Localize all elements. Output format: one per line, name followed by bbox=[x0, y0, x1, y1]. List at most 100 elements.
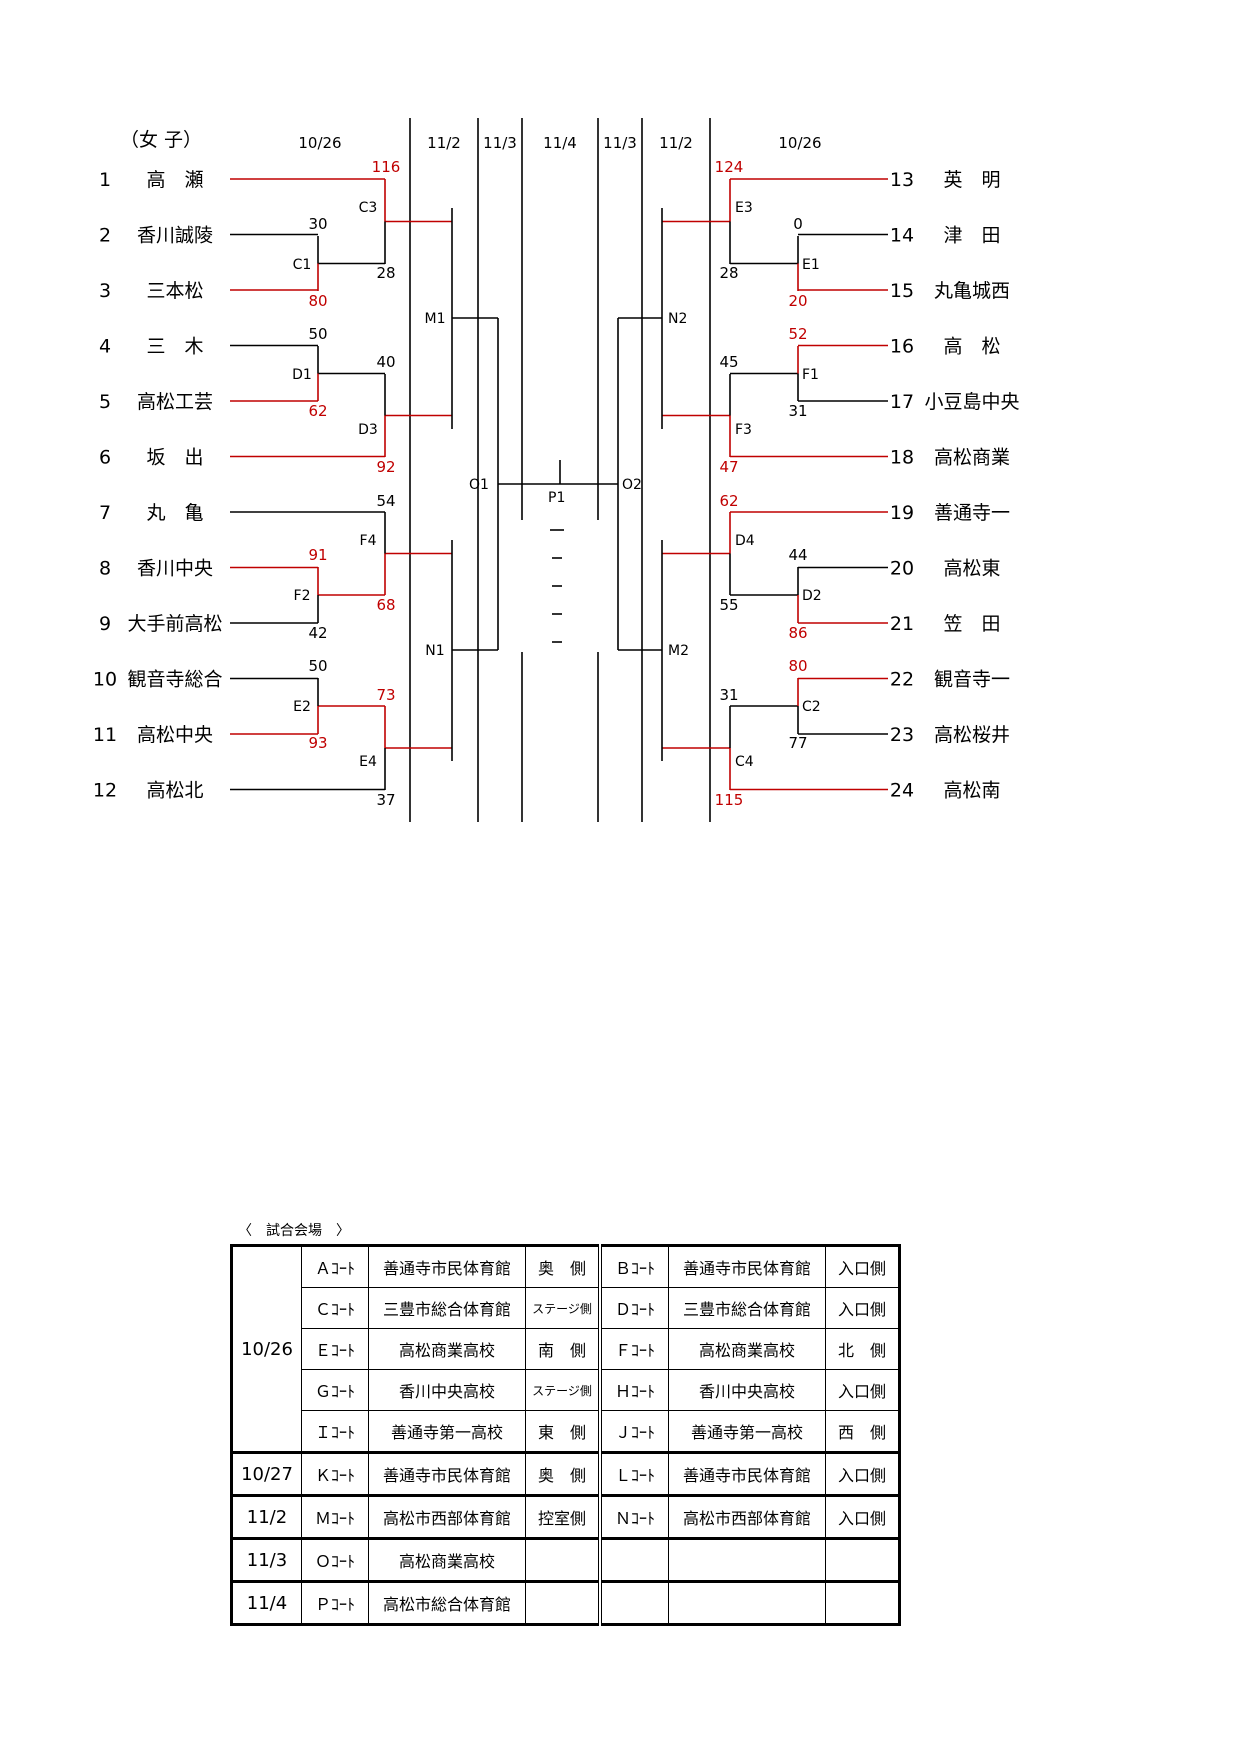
venue-date: 11/4 bbox=[231, 1580, 302, 1625]
match-score: 31 bbox=[788, 402, 807, 420]
match-code: O1 bbox=[469, 477, 489, 493]
match-code: F4 bbox=[360, 533, 377, 549]
team-name: 観音寺総合 bbox=[127, 669, 222, 691]
match-code: F1 bbox=[802, 367, 819, 383]
team-name: 大手前高松 bbox=[127, 613, 222, 635]
team-number: 22 bbox=[890, 669, 914, 691]
match-score: 80 bbox=[308, 292, 327, 310]
team-name: 三本松 bbox=[146, 280, 203, 302]
team-number: 10 bbox=[93, 669, 117, 691]
venue-c2: Ｈｺｰﾄ bbox=[599, 1369, 669, 1411]
match-score: 31 bbox=[719, 686, 738, 704]
venue-c1: Ｏｺｰﾄ bbox=[301, 1537, 369, 1582]
team-name: 高松北 bbox=[146, 780, 203, 802]
team-name: 坂 出 bbox=[146, 447, 203, 469]
team-number: 12 bbox=[93, 780, 117, 802]
match-score: 54 bbox=[376, 492, 395, 510]
team-number: 21 bbox=[890, 613, 914, 635]
venue-c2: Ｆｺｰﾄ bbox=[599, 1328, 669, 1370]
match-score: 50 bbox=[308, 657, 327, 675]
venue-c1: Ａｺｰﾄ bbox=[301, 1245, 369, 1288]
match-score: 115 bbox=[715, 791, 744, 809]
venue-g1: 善通寺市民体育館 bbox=[368, 1245, 526, 1288]
venue-s2: 入口側 bbox=[825, 1494, 900, 1539]
venue-s1: 南 側 bbox=[525, 1328, 602, 1370]
venue-g1: 高松市西部体育館 bbox=[368, 1494, 526, 1539]
match-code: N2 bbox=[668, 311, 687, 327]
team-name: 善通寺一 bbox=[934, 502, 1010, 524]
match-score: 68 bbox=[376, 596, 395, 614]
match-score: 45 bbox=[719, 353, 738, 371]
match-code: F2 bbox=[294, 588, 311, 604]
venue-s2 bbox=[825, 1537, 900, 1582]
team-name: 三 木 bbox=[146, 336, 203, 358]
match-score: 73 bbox=[376, 686, 395, 704]
match-score: 62 bbox=[308, 402, 327, 420]
venue-g1: 高松商業高校 bbox=[368, 1328, 526, 1370]
team-name: 高松中央 bbox=[137, 724, 213, 746]
venue-c2: Ｊｺｰﾄ bbox=[599, 1410, 669, 1453]
match-score: 50 bbox=[308, 325, 327, 343]
team-name: 高 瀬 bbox=[146, 169, 203, 191]
venue-s1 bbox=[525, 1580, 602, 1625]
venue-g2 bbox=[668, 1580, 826, 1625]
bracket-lines bbox=[230, 118, 888, 822]
team-name: 高松桜井 bbox=[934, 724, 1010, 746]
venue-s2: 入口側 bbox=[825, 1451, 900, 1496]
match-score: 40 bbox=[376, 353, 395, 371]
team-name: 高松東 bbox=[943, 558, 1000, 580]
match-score: 55 bbox=[719, 596, 738, 614]
venue-c2: Ｌｺｰﾄ bbox=[599, 1451, 669, 1496]
team-number: 23 bbox=[890, 724, 914, 746]
venue-s2: 入口側 bbox=[825, 1287, 900, 1329]
venue-date: 10/27 bbox=[231, 1451, 302, 1496]
match-score: 20 bbox=[788, 292, 807, 310]
team-number: 6 bbox=[99, 447, 111, 469]
match-code: E4 bbox=[359, 754, 377, 770]
venue-s1 bbox=[525, 1537, 602, 1582]
team-name: 丸 亀 bbox=[146, 502, 203, 524]
match-code: E2 bbox=[293, 699, 311, 715]
team-number: 15 bbox=[890, 280, 914, 302]
venue-c2: Ｂｺｰﾄ bbox=[599, 1245, 669, 1288]
venue-date: 11/2 bbox=[231, 1494, 302, 1539]
venue-g2 bbox=[668, 1537, 826, 1582]
round-date: 10/26 bbox=[298, 134, 341, 152]
match-score: 91 bbox=[308, 546, 327, 564]
venue-g1: 善通寺第一高校 bbox=[368, 1410, 526, 1453]
team-name: 丸亀城西 bbox=[934, 280, 1010, 302]
team-name: 香川誠陵 bbox=[137, 225, 213, 247]
venue-c1: Ｐｺｰﾄ bbox=[301, 1580, 369, 1625]
venue-c2 bbox=[599, 1537, 669, 1582]
venue-c1: Ｅｺｰﾄ bbox=[301, 1328, 369, 1370]
round-date: 11/3 bbox=[483, 134, 517, 152]
match-score: 116 bbox=[372, 158, 401, 176]
match-code: C4 bbox=[735, 754, 754, 770]
venue-date: 10/26 bbox=[231, 1245, 302, 1453]
match-score: 62 bbox=[719, 492, 738, 510]
team-name: 津 田 bbox=[943, 225, 1000, 247]
match-score: 124 bbox=[715, 158, 744, 176]
venue-c1: Ｋｺｰﾄ bbox=[301, 1451, 369, 1496]
match-score: 28 bbox=[376, 264, 395, 282]
match-score: 52 bbox=[788, 325, 807, 343]
match-score: 77 bbox=[788, 734, 807, 752]
venue-g2: 香川中央高校 bbox=[668, 1369, 826, 1411]
venue-c1: Ｇｺｰﾄ bbox=[301, 1369, 369, 1411]
match-code: E1 bbox=[802, 257, 820, 273]
match-score: 86 bbox=[788, 624, 807, 642]
venue-s1: 東 側 bbox=[525, 1410, 602, 1453]
venue-g2: 三豊市総合体育館 bbox=[668, 1287, 826, 1329]
venue-s1: 控室側 bbox=[525, 1494, 602, 1539]
match-code: F3 bbox=[735, 422, 752, 438]
team-number: 8 bbox=[99, 558, 111, 580]
team-number: 7 bbox=[99, 502, 111, 524]
match-score: 80 bbox=[788, 657, 807, 675]
